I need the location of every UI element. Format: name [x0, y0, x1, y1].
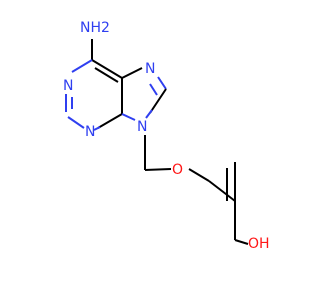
bond-c6-c5-inner — [94, 67, 119, 83]
n3-label: N — [85, 124, 95, 140]
bond-c6-c5 — [91, 59, 123, 79]
bond-n3-c4-color — [93, 126, 101, 131]
bond-c8-n9 — [149, 88, 167, 114]
molecule-canvas: NH2 N N N N O OH — [63, 20, 270, 252]
n3-text: N — [85, 124, 95, 140]
bond-c2-n3 — [67, 116, 85, 129]
n7-text: N — [145, 61, 155, 77]
molecule-structure: NH2 N N N N O OH — [63, 20, 270, 252]
ether-oxygen-text: O — [172, 162, 183, 178]
bond-ch2-o — [144, 168, 172, 171]
nh2-label: NH2 — [80, 20, 110, 36]
bond-n7-c8-a — [157, 76, 167, 90]
bond-c8-n9-color — [145, 109, 153, 119]
n1-text: N — [63, 78, 73, 94]
ether-oxygen-label: O — [172, 162, 183, 178]
n1-label: N — [63, 78, 73, 94]
n9-label: N — [137, 119, 147, 135]
n7-label: N — [145, 61, 155, 77]
bond-c6-n1 — [71, 59, 93, 73]
bond-c5-n7 — [121, 67, 143, 79]
bond-n7-c8-b — [149, 83, 158, 96]
hydroxyl-text: OH — [248, 236, 270, 252]
n9-text: N — [137, 119, 147, 135]
bond-ch2b-c — [208, 180, 236, 202]
bond-ch2oh-oh — [234, 239, 249, 245]
bond-n9-c4 — [121, 113, 136, 121]
bond-o-ch2b — [188, 168, 210, 182]
bond-n3-c4 — [97, 113, 123, 129]
bond-layer — [65, 39, 249, 245]
hydroxyl-label: OH — [248, 236, 270, 252]
atom-labels: NH2 N N N N O OH — [63, 20, 270, 252]
nh2-text: NH2 — [80, 20, 110, 36]
